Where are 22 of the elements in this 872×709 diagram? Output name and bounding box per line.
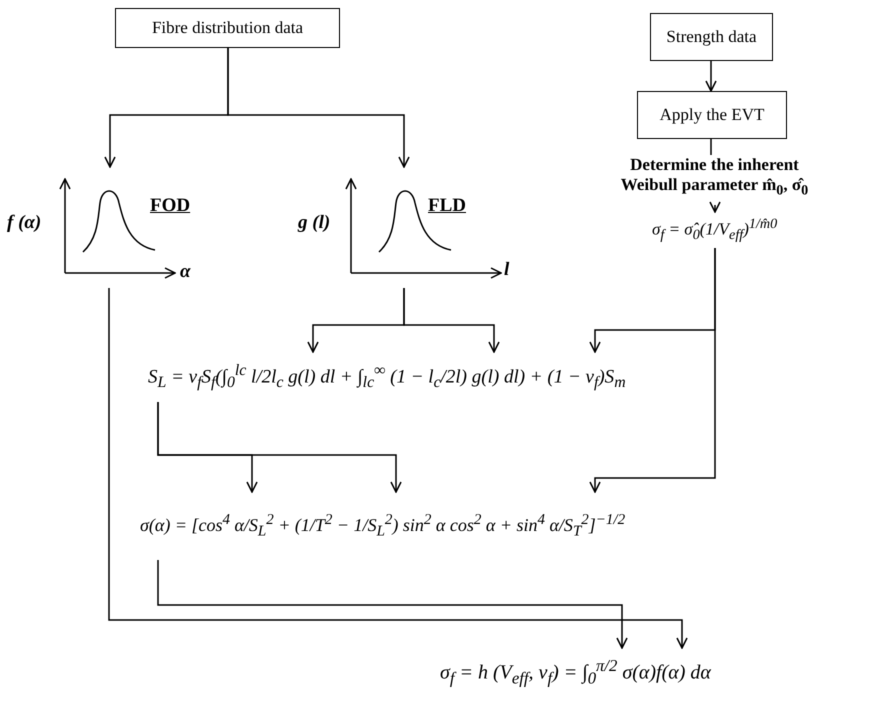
arrow [589, 248, 716, 493]
axis-label: α [180, 261, 191, 283]
equation: σ$_{f}$ = h (V$_{eff}$, v$_{f}$) = ∫$_{0}$$^{π/2}$ σ(α)f(α) dα [440, 648, 711, 698]
axis-label: f (α) [7, 212, 42, 234]
equation: σ(α) = [cos$^{4}$ α/S$_{L}$$^{2}$ + (1/T$^{2}$ − 1/S$_{L}$$^{2}$) sin$^{2}$ α cos$^{2}$ α + sin$^{4}$ α/S$_{T}$$^{2}$]$^{−1/2}$ [140, 492, 626, 560]
arrow [227, 48, 410, 168]
chart-title: FOD [150, 195, 190, 217]
arrow [709, 201, 721, 213]
process-box: Fibre distribution data [115, 8, 340, 48]
process-box: Strength data [650, 13, 773, 61]
axis-label: g (l) [298, 212, 330, 234]
process-box: Apply the EVT [637, 91, 787, 139]
arrow [157, 560, 628, 649]
arrow [157, 402, 402, 493]
equation: σ$_{f}$ = σ̂$_{0}$(1/V$_{eff}$)$^{1/m̂0}$ [652, 212, 778, 248]
equation: S$_{L}$ = v$_{f}$S$_{f}$(∫$_{0}$$^{lc}$ l/2l$_{c}$ g(l) dl + ∫$_{lc}$$^{∞}$ (1 − l$_{c}$/2l) g(l) dl) + (1 − v$_{f}$)S$_{m}$ [148, 352, 626, 402]
arrow [403, 288, 500, 353]
axis-label: l [504, 259, 510, 281]
chart-title: FLD [428, 195, 466, 217]
arrow [705, 61, 717, 92]
arrow [108, 288, 688, 649]
step-text: Determine the inherent Weibull parameter m̂$_{0}$, σ̂$_{0}$ [602, 155, 827, 205]
